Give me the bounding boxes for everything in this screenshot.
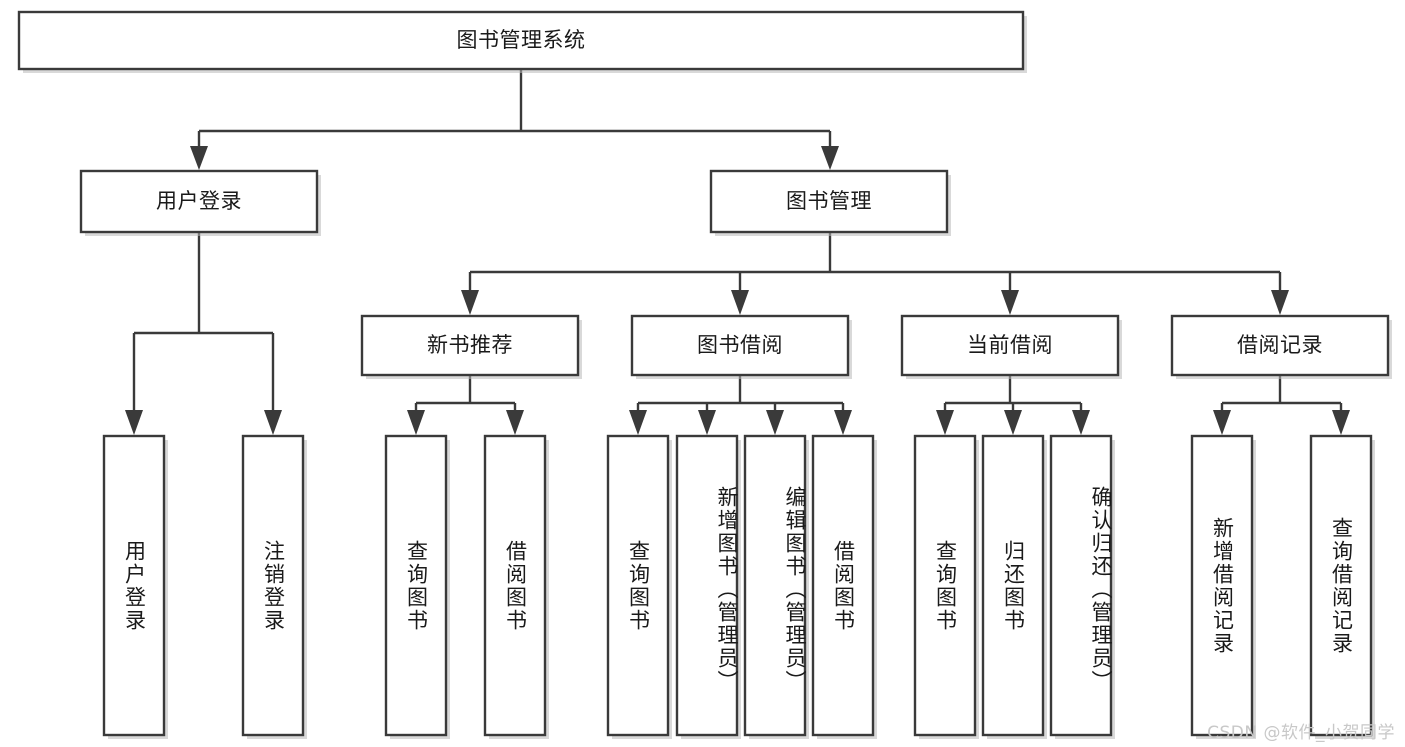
box-leaf-add-book[interactable] (675, 434, 739, 737)
box-borrow-record[interactable] (1170, 314, 1390, 377)
box-leaf-return-book[interactable] (981, 434, 1045, 737)
arrowhead-leaf-query-borrow-record (1332, 410, 1350, 435)
arrowhead-leaf-query-book-rec (407, 410, 425, 435)
arrowhead-leaf-add-book (698, 410, 716, 435)
arrowhead-leaf-return-book (1004, 410, 1022, 435)
box-new-book-recommend[interactable] (360, 314, 580, 377)
box-leaf-query-book-current[interactable] (913, 434, 977, 737)
box-leaf-query-book-borrow[interactable] (606, 434, 670, 737)
arrowhead-leaf-query-book-borrow (629, 410, 647, 435)
connectors-borrow-record-to-leaves (1213, 375, 1350, 435)
connectors-user-login-to-leaves (125, 232, 282, 435)
arrowhead-leaf-add-borrow-record (1213, 410, 1231, 435)
arrowhead-current-borrow (1001, 290, 1019, 315)
box-leaf-edit-book[interactable] (743, 434, 807, 737)
connectors-book-borrow-to-leaves (629, 375, 852, 435)
arrowhead-book-management (821, 146, 839, 170)
box-leaf-add-borrow-record[interactable] (1190, 434, 1254, 737)
box-leaf-query-borrow-record[interactable] (1309, 434, 1373, 737)
connectors-root-to-level2 (190, 69, 839, 170)
box-leaf-borrow-book[interactable] (811, 434, 875, 737)
arrowhead-borrow-record (1271, 290, 1289, 315)
box-book-management[interactable] (709, 169, 949, 234)
box-leaf-user-login[interactable] (102, 434, 166, 737)
arrowhead-user-login (190, 146, 208, 170)
box-current-borrow[interactable] (900, 314, 1120, 377)
arrowhead-leaf-user-login (125, 410, 143, 435)
box-leaf-borrow-book-rec[interactable] (483, 434, 547, 737)
box-root[interactable] (17, 10, 1025, 71)
node-boxes (17, 10, 1392, 739)
arrowhead-book-borrow (731, 290, 749, 315)
box-user-login[interactable] (79, 169, 319, 234)
box-leaf-query-book-rec[interactable] (384, 434, 448, 737)
connectors-current-borrow-to-leaves (936, 375, 1090, 435)
box-book-borrow[interactable] (630, 314, 850, 377)
connectors-book-management-to-level3 (461, 232, 1289, 315)
arrowhead-leaf-borrow-book (834, 410, 852, 435)
arrowhead-leaf-edit-book (766, 410, 784, 435)
arrowhead-leaf-logout-login (264, 410, 282, 435)
box-leaf-confirm-return[interactable] (1049, 434, 1113, 737)
arrowhead-leaf-query-book-current (936, 410, 954, 435)
box-leaf-logout-login[interactable] (241, 434, 305, 737)
csdn-watermark: CSDN @软件_小贺同学 (1207, 723, 1395, 743)
arrowhead-new-book-recommend (461, 290, 479, 315)
arrowhead-leaf-confirm-return (1072, 410, 1090, 435)
connectors-new-book-to-leaves (407, 375, 524, 435)
arrowhead-leaf-borrow-book-rec (506, 410, 524, 435)
